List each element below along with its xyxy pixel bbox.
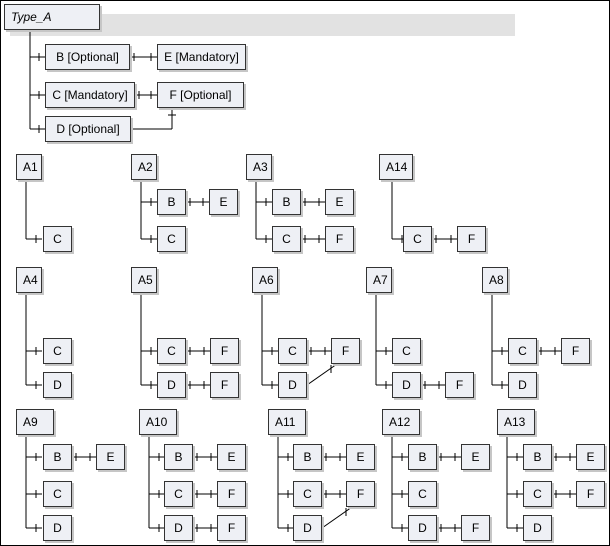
a10-e: E — [217, 444, 246, 470]
a5-c: C — [157, 338, 186, 364]
a13-b: B — [523, 444, 552, 470]
a10-c: C — [164, 481, 193, 507]
a2-b: B — [157, 189, 186, 215]
type-d-node: D [Optional] — [45, 116, 131, 142]
a9-e: E — [96, 444, 125, 470]
a7-c: C — [392, 338, 421, 364]
a4-root: A4 — [16, 267, 42, 293]
a9-d: D — [43, 515, 72, 541]
a3-e: E — [325, 189, 354, 215]
a14-c: C — [403, 226, 432, 252]
a6-f: F — [331, 338, 360, 364]
type-b-node: B [Optional] — [45, 44, 130, 70]
a12-root: A12 — [382, 409, 420, 435]
a6-d: D — [278, 372, 307, 398]
a10-f2: F — [217, 515, 246, 541]
a12-f: F — [461, 515, 490, 541]
a4-d: D — [43, 372, 72, 398]
a3-f: F — [325, 226, 354, 252]
type-f-node: F [Optional] — [157, 82, 244, 108]
a8-d: D — [508, 372, 537, 398]
a12-b: B — [408, 444, 437, 470]
a2-e: E — [209, 189, 238, 215]
a9-b: B — [43, 444, 72, 470]
type-a-root: Type_A — [4, 4, 100, 30]
a8-c: C — [508, 338, 537, 364]
a5-f1: F — [210, 338, 239, 364]
a11-b: B — [293, 444, 322, 470]
a5-d: D — [157, 372, 186, 398]
a10-root: A10 — [139, 409, 177, 435]
a14-f: F — [457, 226, 486, 252]
connector-line — [306, 363, 338, 386]
a13-c: C — [523, 481, 552, 507]
a10-b: B — [164, 444, 193, 470]
a6-c: C — [278, 338, 307, 364]
a7-f: F — [445, 372, 474, 398]
a3-root: A3 — [246, 154, 272, 180]
a13-root: A13 — [497, 409, 535, 435]
a11-root: A11 — [268, 409, 306, 435]
a5-f2: F — [210, 372, 239, 398]
a2-root: A2 — [131, 154, 157, 180]
a13-f: F — [576, 481, 605, 507]
a13-d: D — [523, 515, 552, 541]
type-e-node: E [Mandatory] — [157, 44, 246, 70]
a10-f1: F — [217, 481, 246, 507]
a3-b: B — [272, 189, 301, 215]
a12-d: D — [408, 515, 437, 541]
a11-e: E — [346, 444, 375, 470]
a13-e: E — [576, 444, 605, 470]
connector-line — [321, 506, 353, 529]
root-band — [10, 14, 515, 36]
a12-c: C — [408, 481, 437, 507]
a12-e: E — [461, 444, 490, 470]
type-c-node: C [Mandatory] — [45, 82, 135, 108]
a11-f: F — [346, 481, 375, 507]
a11-d: D — [293, 515, 322, 541]
a7-d: D — [392, 372, 421, 398]
a9-c: C — [43, 481, 72, 507]
a4-c: C — [43, 338, 72, 364]
a5-root: A5 — [131, 267, 157, 293]
a14-root: A14 — [379, 154, 413, 180]
a1-root: A1 — [16, 154, 42, 180]
a10-d: D — [164, 515, 193, 541]
a8-f: F — [561, 338, 590, 364]
a8-root: A8 — [482, 267, 508, 293]
a11-c: C — [293, 481, 322, 507]
a2-c: C — [157, 226, 186, 252]
a1-c: C — [43, 226, 72, 252]
a3-c: C — [272, 226, 301, 252]
a6-root: A6 — [252, 267, 278, 293]
a9-root: A9 — [16, 409, 54, 435]
a7-root: A7 — [366, 267, 392, 293]
